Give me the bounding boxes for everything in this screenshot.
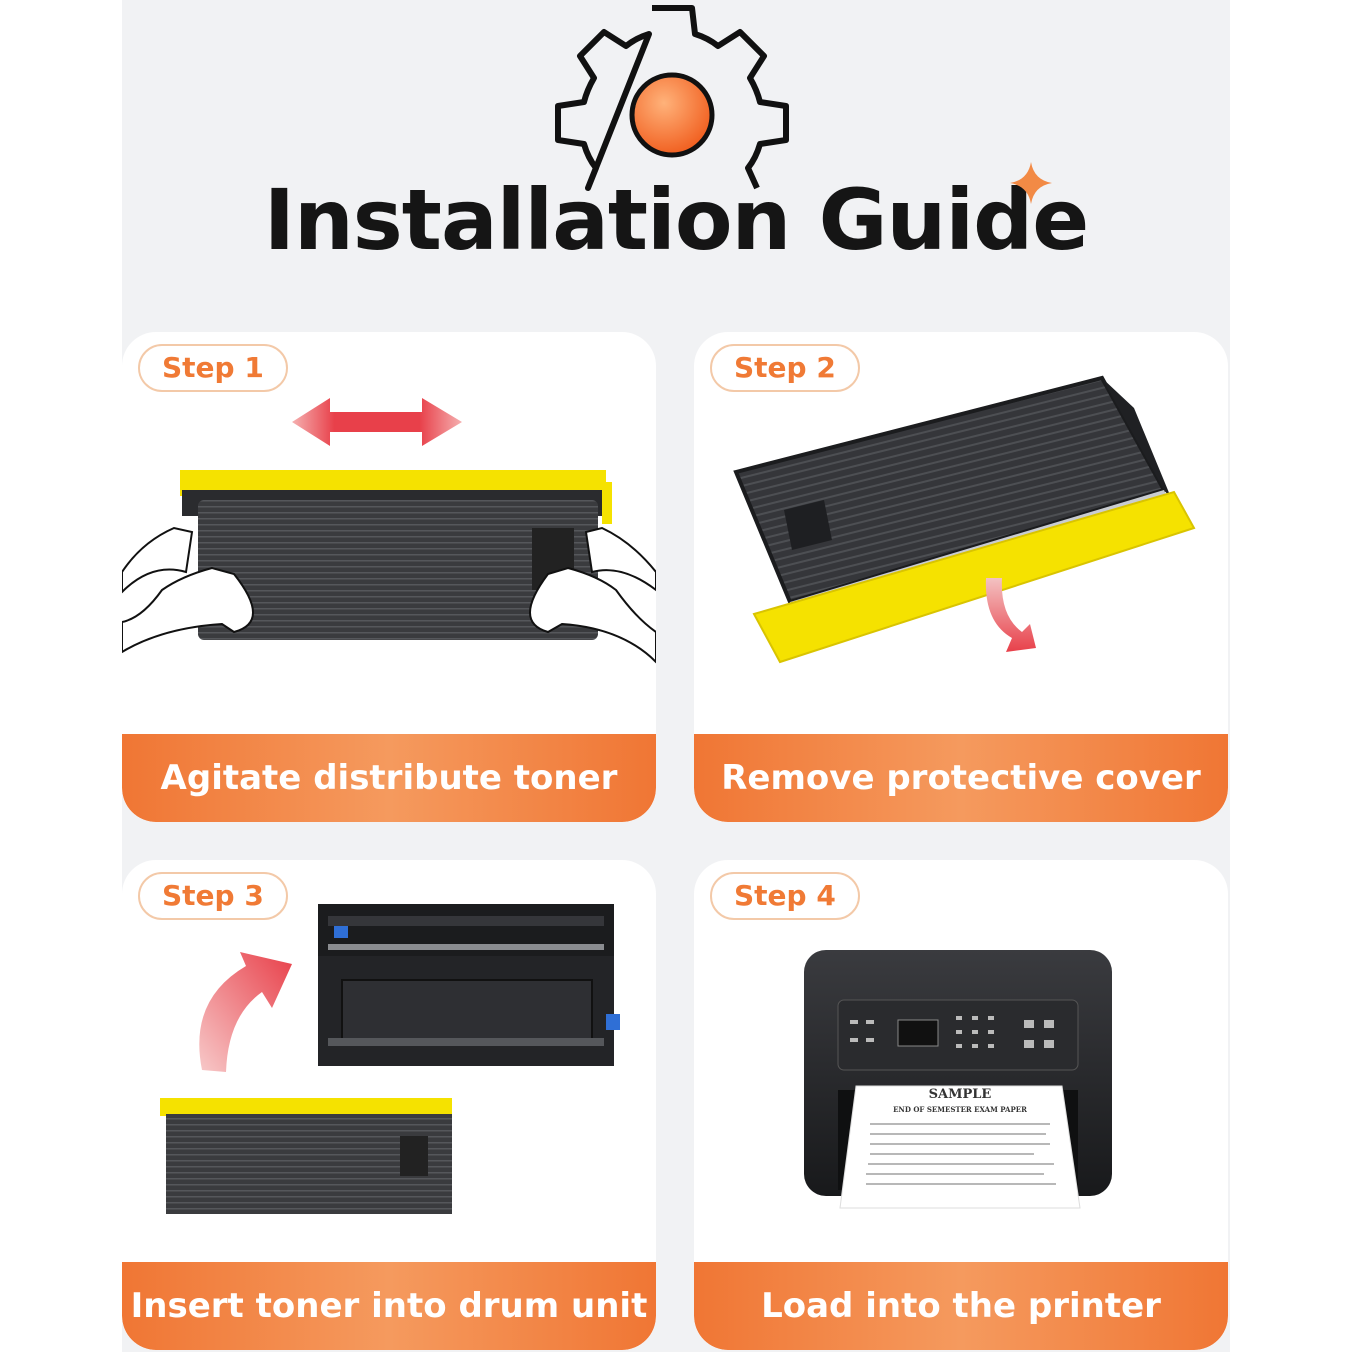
- sparkle-icon: [1010, 162, 1052, 204]
- page-title: Installation Guide: [263, 171, 1090, 269]
- printout-heading: SAMPLE: [929, 1087, 992, 1102]
- toner-shake-icon: [122, 398, 656, 664]
- step-card-1: Step 1 Agitate distribute toner: [122, 332, 656, 822]
- printer-icon: SAMPLE END OF SEMESTER EXAM PAPER: [804, 950, 1112, 1209]
- step-caption: Remove protective cover: [694, 734, 1228, 822]
- step-badge: Step 3: [138, 872, 288, 920]
- step-caption: Agitate distribute toner: [122, 734, 656, 822]
- toner-cover-icon: [733, 375, 1196, 664]
- gear-icon: [555, 5, 789, 191]
- step-badge: Step 4: [710, 872, 860, 920]
- drum-unit-icon: [160, 904, 620, 1214]
- step-card-4: SAMPLE END OF SEMESTER EXAM PAPER Step 4…: [694, 860, 1228, 1350]
- step-badge: Step 2: [710, 344, 860, 392]
- printout-subheading: END OF SEMESTER EXAM PAPER: [893, 1105, 1027, 1114]
- step-card-2: Step 2 Remove protective cover: [694, 332, 1228, 822]
- step-caption: Load into the printer: [694, 1262, 1228, 1350]
- step-caption: Insert toner into drum unit: [122, 1262, 656, 1350]
- step-badge: Step 1: [138, 344, 288, 392]
- step-card-3: Step 3 Insert toner into drum unit: [122, 860, 656, 1350]
